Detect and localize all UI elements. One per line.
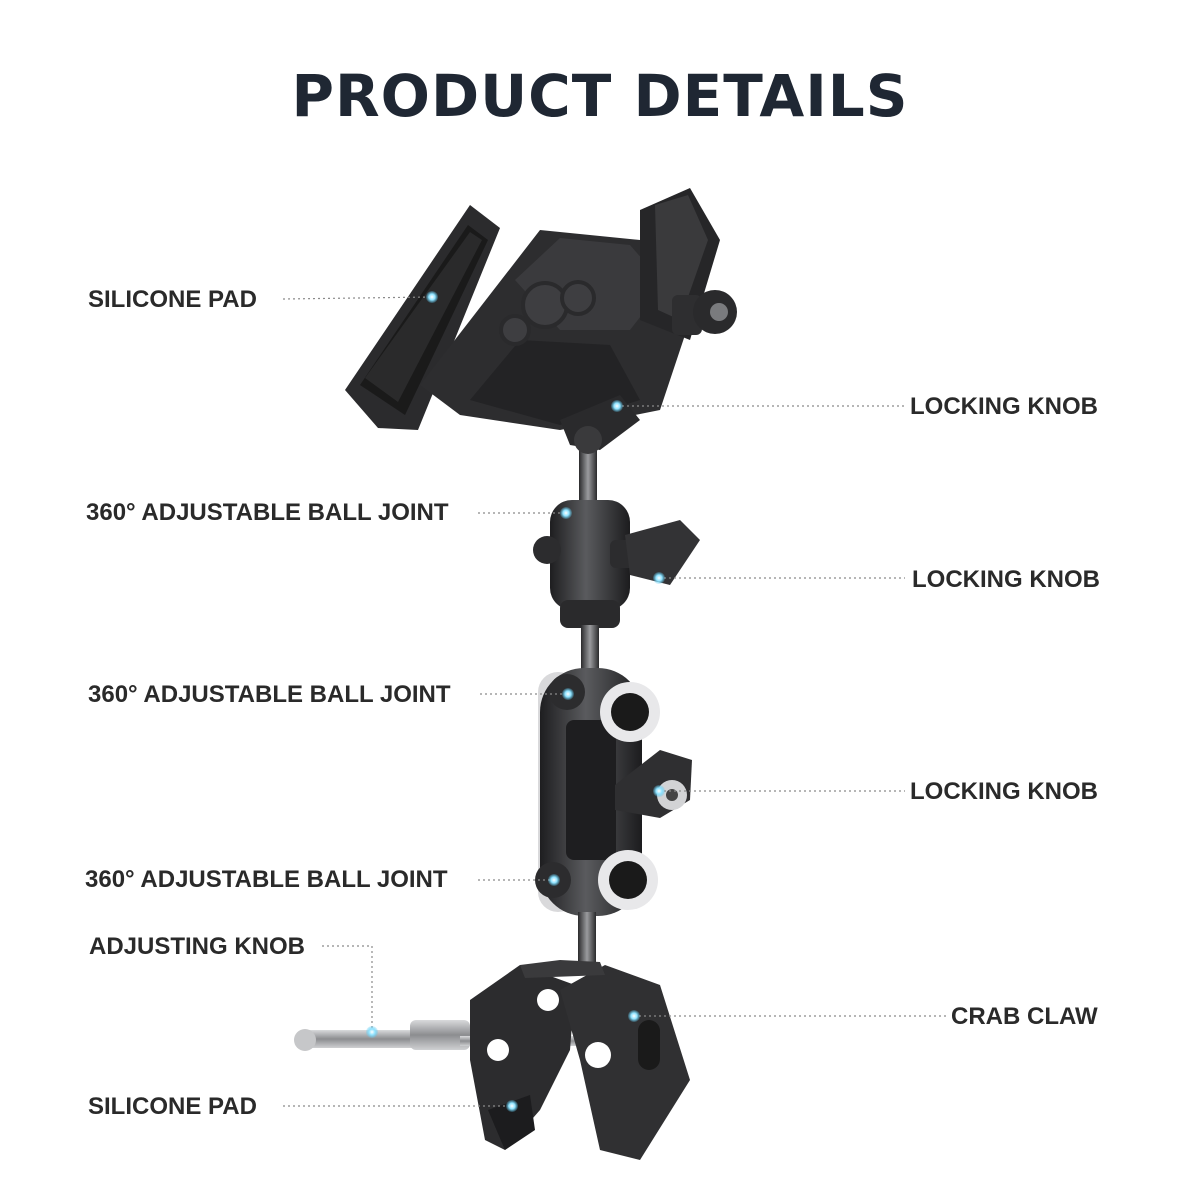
crab-clamp: [294, 960, 690, 1160]
leader-adjusting-knob: [322, 945, 373, 1032]
marker-locking-knob-3: [653, 785, 665, 797]
upper-ball-head: [533, 426, 700, 675]
leader-lines: [282, 296, 946, 1107]
marker-ball-joint-3: [548, 874, 560, 886]
page-title: PRODUCT DETAILS: [291, 62, 909, 130]
callout-ball-joint-1: 360° ADJUSTABLE BALL JOINT: [86, 499, 449, 526]
marker-silicone-pad-top: [426, 291, 438, 303]
marker-ball-joint-2: [562, 688, 574, 700]
callout-ball-joint-3: 360° ADJUSTABLE BALL JOINT: [85, 866, 448, 893]
callout-silicone-pad-top: SILICONE PAD: [88, 286, 257, 313]
callout-locking-knob-3: LOCKING KNOB: [910, 778, 1098, 805]
double-socket-arm: [535, 668, 692, 972]
marker-locking-knob-2: [653, 572, 665, 584]
callout-ball-joint-2: 360° ADJUSTABLE BALL JOINT: [88, 681, 451, 708]
callout-locking-knob-1: LOCKING KNOB: [910, 393, 1098, 420]
marker-locking-knob-1: [611, 400, 623, 412]
callout-silicone-pad-bottom: SILICONE PAD: [88, 1093, 257, 1120]
phone-holder: [345, 188, 737, 450]
callout-locking-knob-2: LOCKING KNOB: [912, 566, 1100, 593]
marker-ball-joint-1: [560, 507, 572, 519]
marker-crab-claw: [628, 1010, 640, 1022]
marker-silicone-pad-bottom: [506, 1100, 518, 1112]
callout-adjusting-knob: ADJUSTING KNOB: [89, 933, 306, 960]
callout-crab-claw: CRAB CLAW: [951, 1003, 1098, 1030]
marker-adjusting-knob: [366, 1026, 378, 1038]
callout-markers: [366, 291, 665, 1112]
